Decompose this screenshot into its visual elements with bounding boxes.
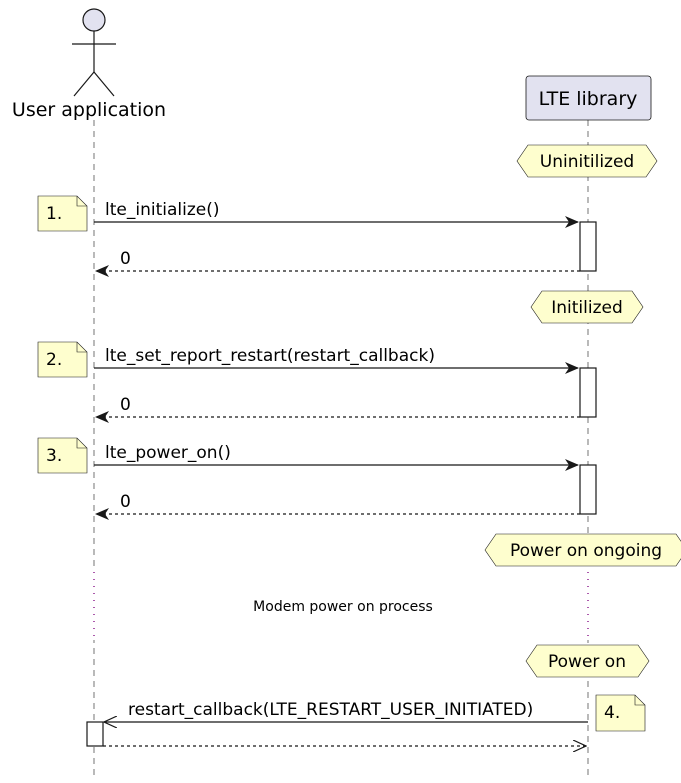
note-3-label: 3. bbox=[46, 446, 62, 466]
state-power-on bbox=[525, 644, 650, 678]
state-power-on-ongoing bbox=[484, 533, 681, 567]
participant-lte-label: LTE library bbox=[539, 88, 638, 110]
participant-lte-box bbox=[525, 75, 652, 121]
note-1-label: 1. bbox=[46, 204, 62, 224]
note-4 bbox=[595, 694, 646, 732]
activation-bar-2 bbox=[579, 367, 597, 418]
note-2-label: 2. bbox=[46, 350, 62, 370]
state-power-on-ongoing-label: Power on ongoing bbox=[510, 541, 662, 561]
activation-bar-4 bbox=[86, 721, 104, 747]
state-uninitialized-label: Uninitilized bbox=[540, 152, 634, 172]
activation-bar-1 bbox=[579, 221, 597, 272]
return-3-label: 0 bbox=[120, 492, 131, 512]
message-1-label: lte_initialize() bbox=[105, 200, 219, 220]
actor-user-application bbox=[72, 8, 116, 97]
state-power-on-label: Power on bbox=[548, 652, 626, 672]
delay-label: Modem power on process bbox=[253, 599, 433, 615]
message-2-label: lte_set_report_restart(restart_callback) bbox=[105, 346, 435, 366]
note-2 bbox=[37, 341, 88, 378]
state-initialized-label: Initilized bbox=[551, 298, 623, 318]
message-4-label: restart_callback(LTE_RESTART_USER_INITIA… bbox=[128, 700, 533, 720]
note-3 bbox=[37, 437, 88, 474]
note-1 bbox=[37, 195, 88, 232]
return-1-label: 0 bbox=[120, 249, 131, 269]
activation-bar-3 bbox=[579, 464, 597, 515]
state-uninitialized bbox=[516, 144, 658, 178]
participant-user-label: User application bbox=[12, 99, 166, 121]
message-3-label: lte_power_on() bbox=[105, 443, 231, 463]
state-initialized bbox=[530, 290, 644, 324]
return-2-label: 0 bbox=[120, 395, 131, 415]
actor-icon bbox=[82, 8, 106, 32]
note-4-label: 4. bbox=[604, 703, 620, 723]
